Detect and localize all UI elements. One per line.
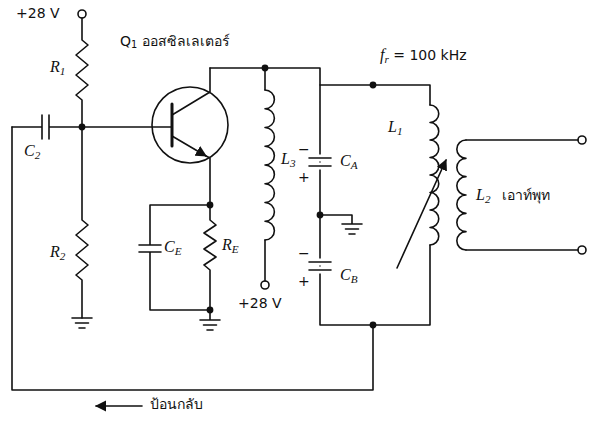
part-label: L1: [388, 118, 403, 136]
ground-symbol: [72, 318, 92, 328]
output-terminal: [578, 136, 586, 144]
junction-dot: [370, 82, 375, 87]
capacitor-ce: [139, 205, 210, 310]
feedback-arrow: [96, 405, 142, 407]
capacitor-cb: [309, 262, 331, 270]
coil-group: [265, 90, 466, 250]
part-label: CA: [340, 152, 358, 170]
tank-wires: [320, 85, 430, 325]
part-label: L2: [476, 186, 491, 204]
inductor-l3-leads: [264, 68, 266, 281]
supply-label: +28 V: [238, 296, 282, 311]
transistor-emitter: [172, 136, 206, 156]
ground-symbol: [320, 215, 362, 234]
emitter-wire: [206, 156, 210, 205]
output-leads: [466, 140, 578, 250]
capacitor-ca: [309, 158, 331, 166]
tuning-arrow: [397, 160, 446, 268]
part-label: CE: [164, 238, 182, 256]
part-label: L3: [281, 150, 296, 168]
part-label: R1: [50, 58, 65, 76]
output-label: เอาท์พุท: [502, 188, 550, 203]
supply-label: +28 V: [16, 6, 60, 21]
supply-terminal: [78, 10, 86, 18]
inductor-l3: [265, 90, 274, 240]
part-label: C2: [24, 142, 40, 160]
inductor-l1: [430, 105, 439, 245]
transistor-q1: [152, 87, 228, 163]
supply-terminal: [261, 281, 269, 289]
transistor-collector: [172, 68, 210, 115]
feedback-label: ป้อนกลับ: [150, 397, 203, 412]
part-label: RE: [222, 236, 239, 254]
frequency-label: fr = 100 kHz: [380, 46, 467, 64]
feedback-wire: [12, 127, 373, 390]
polarity-sign: −: [298, 142, 310, 157]
capacitor-gap: [309, 158, 331, 166]
part-label: Q1 ออสซิลเลเตอร์: [120, 34, 230, 49]
part-label: CB: [340, 266, 358, 284]
resistor-r1: [76, 18, 88, 127]
capacitor-c2: [12, 115, 172, 139]
polarity-sign: −: [298, 246, 310, 261]
transistor-base: [171, 104, 174, 146]
polarity-sign: +: [298, 170, 310, 185]
polarity-sign: +: [298, 274, 310, 289]
inductor-l2: [457, 140, 466, 250]
ground-symbol: [200, 310, 220, 330]
resistor-r2: [76, 127, 88, 318]
part-label: R2: [50, 243, 65, 261]
output-terminal: [578, 246, 586, 254]
capacitor-gap: [309, 262, 331, 270]
resistor-re: [204, 205, 216, 310]
